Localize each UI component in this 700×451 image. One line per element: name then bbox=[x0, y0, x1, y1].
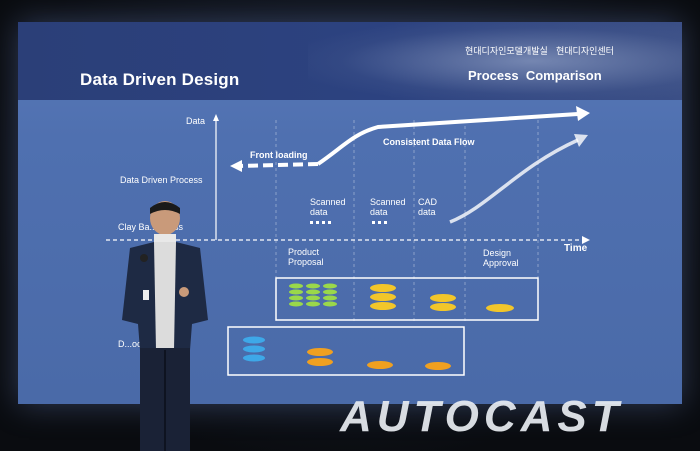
row-label-data-driven: Data Driven Process bbox=[120, 175, 203, 185]
scanned-data-markers bbox=[310, 221, 387, 224]
design-approval-label: Design Approval bbox=[483, 248, 519, 268]
presenter bbox=[122, 201, 208, 451]
clay-process-arrow bbox=[449, 138, 579, 224]
scanned-data-label-1: Scanned data bbox=[310, 197, 346, 217]
slide-title: Data Driven Design bbox=[80, 70, 240, 89]
x-axis-label: Time bbox=[564, 243, 588, 254]
orange-model-group bbox=[307, 348, 451, 370]
yellow-model-group bbox=[370, 284, 514, 312]
y-axis-label: Data bbox=[186, 116, 206, 126]
projection-screen: Data Driven Design 현대디자인모델개발실 현대디자인센터 Pr… bbox=[18, 22, 682, 404]
consistent-flow-label: Consistent Data Flow bbox=[383, 137, 475, 147]
cad-data-label: CAD data bbox=[418, 197, 438, 217]
y-axis-arrowhead bbox=[213, 114, 219, 121]
front-loading-label: Front loading bbox=[250, 150, 308, 160]
process-diagram bbox=[106, 106, 590, 376]
blue-model-group bbox=[243, 336, 265, 362]
front-loading-arrow bbox=[239, 162, 319, 168]
product-proposal-label: Product Proposal bbox=[288, 247, 324, 267]
clay-base-model-box bbox=[227, 326, 465, 376]
scanned-data-label-2: Scanned data bbox=[370, 197, 406, 217]
data-driven-model-box bbox=[275, 277, 539, 321]
row-label-clay-base: Clay Ba... ocess bbox=[118, 222, 184, 232]
clay-process-arrowhead bbox=[574, 134, 588, 147]
org-label-left: 현대디자인모델개발실 bbox=[465, 46, 548, 56]
watermark-logo: AUTOCAST bbox=[340, 392, 624, 441]
consistent-flow-arrowhead bbox=[576, 106, 590, 121]
x-axis-arrowhead bbox=[582, 236, 590, 244]
slide-subtitle: Process Comparison bbox=[468, 68, 602, 83]
row-label-bottom: D...ocess bbox=[118, 339, 156, 349]
green-model-group bbox=[289, 283, 337, 307]
front-loading-arrowhead bbox=[230, 160, 242, 172]
org-label-right: 현대디자인센터 bbox=[556, 46, 614, 56]
consistent-flow-arrow bbox=[316, 112, 579, 166]
slide-header bbox=[18, 22, 682, 100]
car-photo-banner bbox=[308, 22, 682, 100]
